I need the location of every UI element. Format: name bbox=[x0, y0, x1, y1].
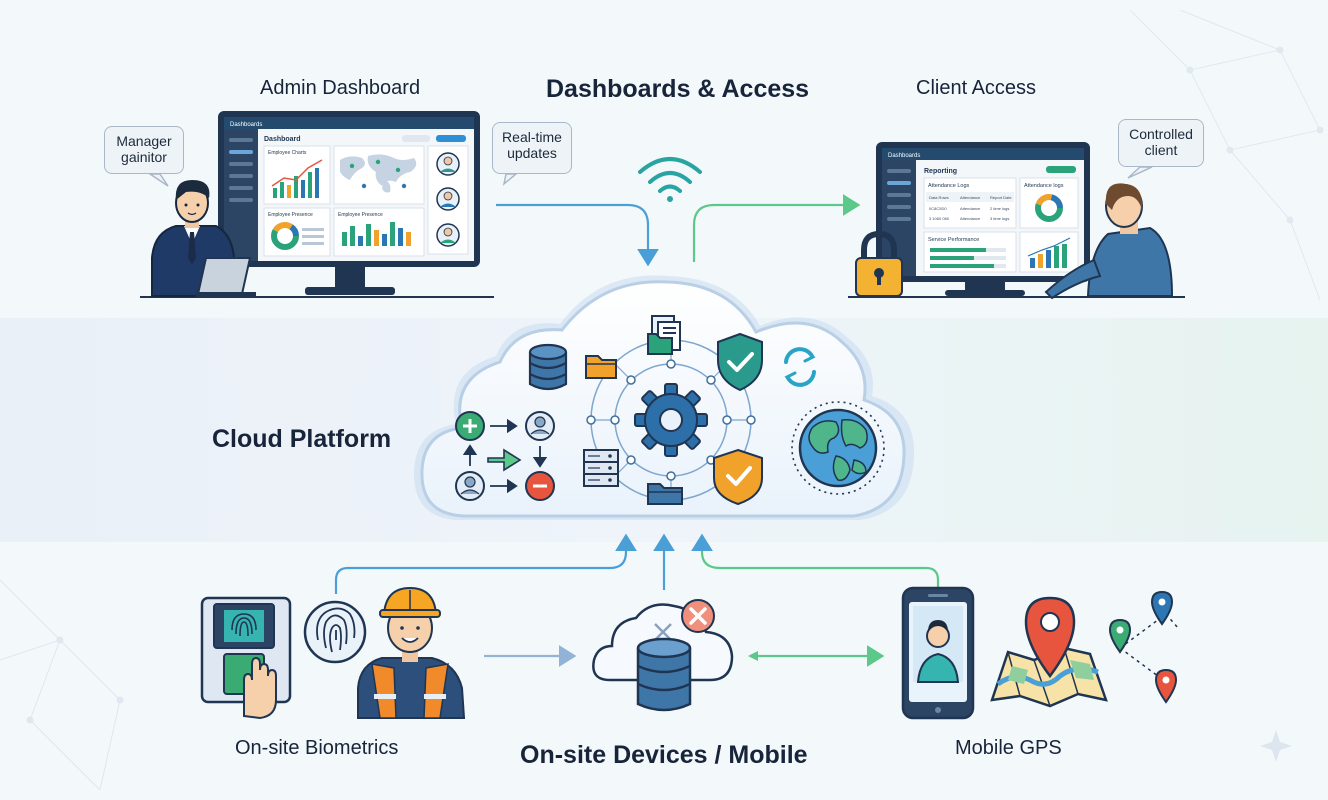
network-decoration-bottom-left bbox=[0, 579, 124, 791]
client-workstation: Dashboards Reporting Attendance Logs Dat… bbox=[848, 142, 1185, 300]
client-screen-title: Reporting bbox=[924, 168, 957, 175]
server-icon bbox=[583, 449, 619, 487]
laptop-icon bbox=[196, 257, 252, 295]
log-header: Data Rows bbox=[929, 195, 949, 200]
admin-workstation: Dashboards Dashboard Employee Charts Emp… bbox=[140, 111, 494, 298]
hand-icon bbox=[243, 656, 277, 720]
document-icon bbox=[647, 315, 681, 355]
performance-bars bbox=[930, 248, 1006, 268]
admin-trend-line bbox=[271, 159, 323, 187]
admin-screen-title: Dashboard bbox=[264, 136, 301, 143]
controlled-callout: Controlled client bbox=[1118, 119, 1204, 167]
network-decoration-top-right bbox=[1129, 9, 1324, 301]
admin-screen-button[interactable] bbox=[436, 135, 466, 142]
lock-icon bbox=[855, 230, 903, 297]
callout-line: Controlled bbox=[1129, 126, 1193, 142]
realtime-callout: Real-time updates bbox=[492, 122, 572, 174]
callout-tail bbox=[1127, 166, 1153, 179]
avatar-list bbox=[436, 152, 460, 247]
sparkle-icon bbox=[1260, 730, 1292, 762]
fingerprint-icon bbox=[303, 600, 367, 664]
callout-line: updates bbox=[507, 145, 557, 161]
top-connectors bbox=[496, 194, 861, 267]
client-panel-logs-b: Attendance logs bbox=[1024, 183, 1064, 189]
phone-icon bbox=[901, 586, 975, 720]
callout-line: gainitor bbox=[121, 149, 167, 165]
device-cloud bbox=[592, 599, 734, 712]
callout-tail bbox=[502, 173, 519, 186]
log-cell: 3 time logs bbox=[990, 216, 1009, 221]
map-pin-icon bbox=[1108, 618, 1132, 654]
manager-callout: Manager gainitor bbox=[104, 126, 184, 174]
admin-panel-presence-a: Employee Presence bbox=[268, 212, 313, 218]
mobile-gps-heading: Mobile GPS bbox=[955, 737, 1062, 759]
world-map bbox=[340, 154, 417, 193]
cloud-platform-heading: Cloud Platform bbox=[212, 425, 392, 453]
admin-panel-charts: Employee Charts bbox=[268, 150, 307, 156]
log-header: Attendance bbox=[960, 195, 981, 200]
shield-check-icon bbox=[713, 448, 763, 506]
route-pins bbox=[1108, 590, 1179, 704]
log-cell: Attendance bbox=[960, 216, 981, 221]
gear-icon bbox=[634, 383, 708, 457]
globe-icon bbox=[791, 401, 885, 495]
client-person bbox=[1044, 183, 1174, 300]
admin-dashboard-heading: Admin Dashboard bbox=[260, 77, 421, 99]
biometrics-heading: On-site Biometrics bbox=[235, 737, 399, 759]
client-access-heading: Client Access bbox=[916, 77, 1037, 99]
map-pin-icon bbox=[1024, 596, 1076, 679]
log-cell: 2 time logs bbox=[990, 206, 1009, 211]
bottom-connectors bbox=[334, 533, 940, 667]
close-icon bbox=[681, 599, 715, 633]
admin-panel-presence-b: Employee Presence bbox=[338, 212, 383, 218]
database-icon bbox=[528, 343, 568, 391]
client-screen-button[interactable] bbox=[1046, 166, 1076, 173]
client-brand: Dashboards bbox=[888, 153, 920, 159]
log-cell: 3 1060 060 bbox=[929, 216, 950, 221]
folder-icon bbox=[585, 355, 617, 379]
map-pin-icon bbox=[1150, 590, 1174, 626]
callout-tail bbox=[147, 173, 169, 187]
client-bar-chart bbox=[1027, 237, 1071, 268]
map-pin-icon bbox=[1154, 668, 1178, 704]
folder-icon bbox=[647, 483, 683, 505]
fingerprint-icon bbox=[231, 613, 257, 637]
dashboards-access-heading: Dashboards & Access bbox=[546, 75, 810, 103]
client-panel-logs: Attendance Logs bbox=[928, 183, 970, 189]
map-icon bbox=[990, 646, 1108, 708]
sync-icon bbox=[784, 347, 816, 387]
biometric-terminal bbox=[200, 596, 292, 720]
worker-person bbox=[357, 586, 466, 719]
log-cell: 0C8C5D0 bbox=[929, 206, 947, 211]
wifi-icon bbox=[638, 157, 702, 202]
client-panel-perf: Service Performance bbox=[928, 237, 979, 243]
callout-line: Real-time bbox=[502, 129, 562, 145]
devices-mobile-heading: On-site Devices / Mobile bbox=[520, 741, 808, 769]
log-header: Report Date bbox=[990, 195, 1012, 200]
admin-brand: Dashboards bbox=[230, 122, 262, 128]
database-icon bbox=[636, 637, 692, 712]
hub-network bbox=[586, 339, 756, 501]
callout-line: Manager bbox=[116, 133, 172, 149]
callout-line: client bbox=[1144, 142, 1178, 158]
presence-bar-chart bbox=[342, 222, 411, 246]
log-cell: Attendance bbox=[960, 206, 981, 211]
shield-check-icon bbox=[717, 332, 763, 392]
user-management bbox=[455, 411, 555, 501]
